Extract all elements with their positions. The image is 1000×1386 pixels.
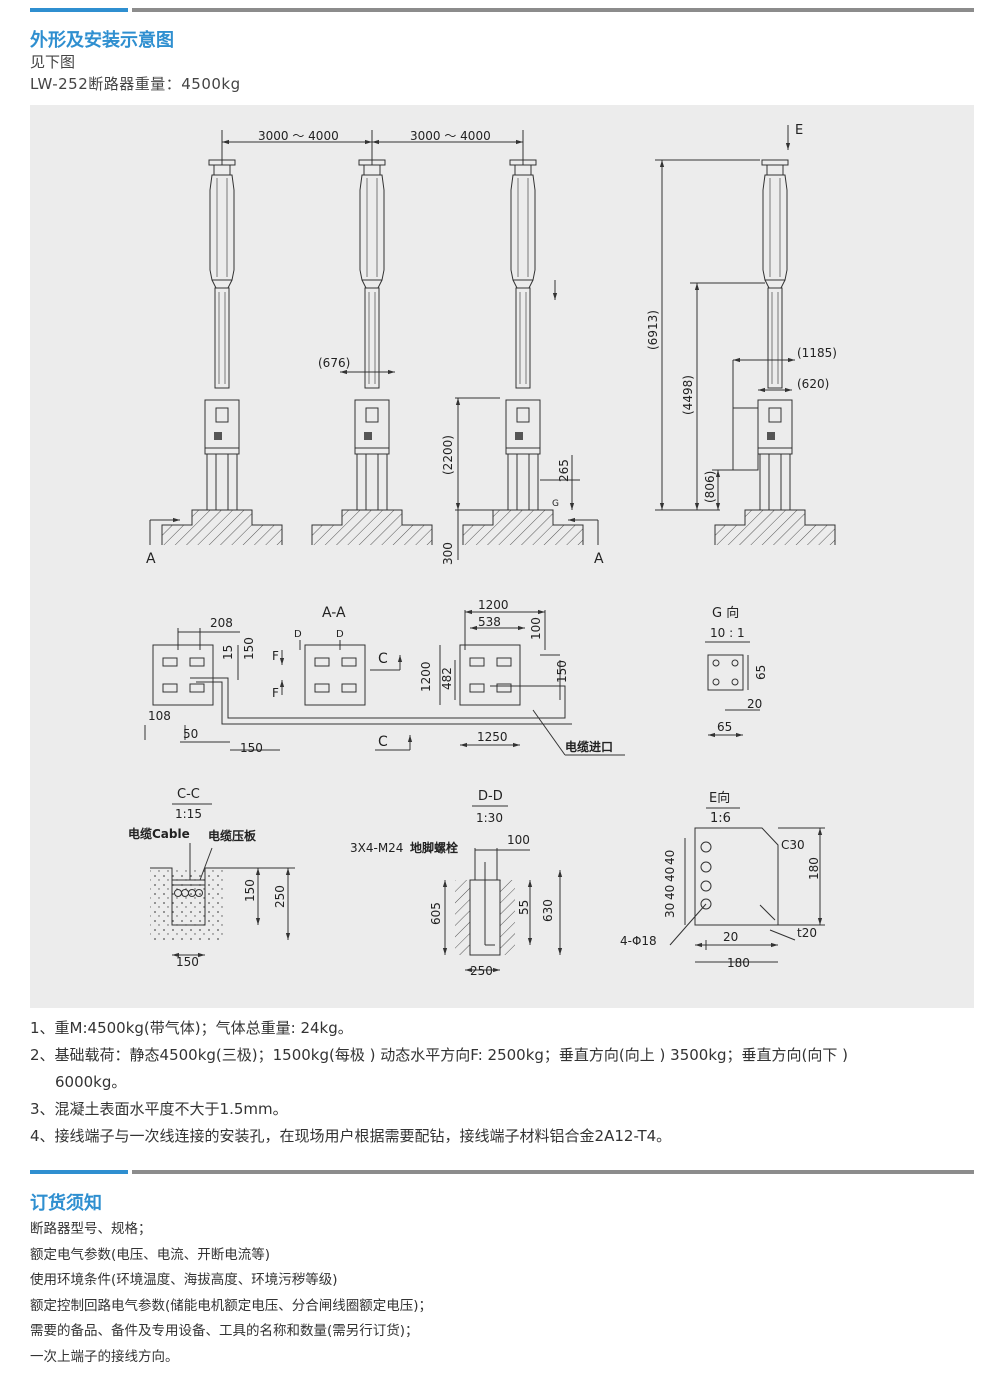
order-item: 使用环境条件(环境温度、海拔高度、环境污秽等级): [30, 1272, 338, 1288]
aa-label-c1: C: [378, 651, 388, 667]
e-view-title: E向: [709, 790, 730, 806]
aa-dim-15: 15: [221, 645, 235, 660]
note-1: 1、重M:4500kg(带气体)；气体总重量: 24kg。: [30, 1019, 353, 1037]
dim-1185: (1185): [797, 346, 837, 360]
dd-scale: 1:30: [476, 811, 503, 825]
subtitle: 见下图: [30, 53, 76, 71]
technical-notes: 1、重M:4500kg(带气体)；气体总重量: 24kg。 2、基础载荷：静态4…: [30, 1015, 974, 1150]
dim-span-2: 3000 ～ 4000: [410, 129, 491, 143]
g-view-title: G 向: [712, 605, 739, 621]
dd-bolt: 3X4-M24: [350, 841, 403, 855]
dd-dim-250: 250: [470, 964, 493, 978]
section-a-left: A: [146, 551, 156, 567]
aa-dim-208: 208: [210, 616, 233, 630]
cc-dim-250: 250: [273, 885, 287, 908]
dd-dim-605: 605: [429, 902, 443, 925]
e-view-t20: t20: [797, 926, 817, 940]
dim-676: (676): [318, 356, 350, 370]
aa-label-d1: D: [294, 629, 302, 640]
drawing-panel: 3000 ～ 4000 3000 ～ 4000 (676) (2200) 265…: [30, 105, 974, 1008]
aa-label-f2: F: [272, 686, 279, 700]
aa-dim-482: 482: [440, 667, 454, 690]
e-view-20: 20: [723, 930, 738, 944]
section-title-appearance: 外形及安装示意图: [30, 30, 174, 51]
e-view-c30: C30: [781, 838, 805, 852]
dd-dim-630: 630: [541, 899, 555, 922]
aa-dim-1200b: 1200: [419, 661, 433, 692]
e-view-40b: 40: [663, 867, 677, 882]
section-title-ordering: 订货须知: [30, 1193, 102, 1214]
note-3: 3、混凝土表面水平度不大于1.5mm。: [30, 1100, 288, 1118]
label-e-arrow: E: [795, 123, 803, 138]
e-view-scale: 1:6: [710, 811, 731, 826]
pole-3: [462, 159, 584, 546]
aa-label-c2: C: [378, 734, 388, 750]
pole-2: [311, 159, 433, 546]
order-item: 断路器型号、规格；: [30, 1221, 152, 1237]
installation-drawing: 3000 ～ 4000 3000 ～ 4000 (676) (2200) 265…: [128, 123, 837, 978]
aa-dim-100: 100: [529, 617, 543, 640]
order-item: 需要的备品、备件及专用设备、工具的名称和数量(需另行订货)；: [30, 1323, 419, 1339]
note-2-cont: 6000kg。: [55, 1073, 127, 1091]
aa-dim-150c: 150: [555, 660, 569, 683]
aa-label-d2: D: [336, 629, 344, 640]
g-view-scale: 10 : 1: [710, 626, 745, 640]
note-4: 4、接线端子与一次线连接的安装孔，在现场用户根据需要配钻，接线端子材料铝合金2A…: [30, 1127, 672, 1145]
pole-1: [161, 159, 283, 546]
g-view-65b: 65: [717, 720, 732, 734]
order-item: 额定电气参数(电压、电流、开断电流等): [30, 1246, 271, 1263]
section-rule: [30, 1170, 974, 1174]
note-2: 2、基础载荷：静态4500kg(三极)；1500kg(每极 ) 动态水平方向F:…: [30, 1046, 849, 1064]
e-view-holes: 4-Φ18: [620, 934, 657, 948]
dim-620: (620): [797, 377, 829, 391]
dim-6913: (6913): [646, 310, 660, 350]
cc-label-cable: 电缆Cable: [128, 826, 190, 841]
order-item: 一次上端子的接线方向。: [30, 1348, 179, 1365]
label-g: G: [552, 499, 559, 509]
ordering-list: 断路器型号、规格； 额定电气参数(电压、电流、开断电流等) 使用环境条件(环境温…: [30, 1217, 432, 1370]
dd-title: D-D: [478, 789, 503, 804]
order-item: 额定控制回路电气参数(储能电机额定电压、分合闸线圈额定电压)；: [30, 1297, 433, 1314]
aa-dim-538: 538: [478, 615, 501, 629]
aa-dim-150a: 150: [242, 637, 256, 660]
section-a-right: A: [594, 551, 604, 567]
e-view-40c: 40: [663, 885, 677, 900]
dd-dim-100: 100: [507, 833, 530, 847]
e-view-30: 30: [663, 903, 677, 918]
dim-806: (806): [703, 471, 717, 503]
aa-dim-108: 108: [148, 709, 171, 723]
e-view-180a: 180: [807, 857, 821, 880]
dim-265: 265: [557, 459, 571, 482]
e-view-40a: 40: [663, 850, 677, 865]
aa-cable-entry: 电缆进口: [565, 739, 613, 754]
dim-2200: (2200): [441, 435, 455, 475]
aa-dim-150b: 150: [240, 741, 263, 755]
g-view-20: 20: [747, 697, 762, 711]
dd-dim-55: 55: [517, 900, 531, 915]
aa-label-f1: F: [272, 649, 279, 663]
g-view-65a: 65: [754, 665, 768, 680]
dim-4498: (4498): [681, 375, 695, 415]
e-view-180b: 180: [727, 956, 750, 970]
weight-line: LW-252断路器重量：4500kg: [30, 75, 241, 93]
cc-dim-150a: 150: [243, 879, 257, 902]
top-rule: [30, 8, 974, 12]
aa-title: A-A: [322, 605, 346, 621]
cc-dim-150b: 150: [176, 955, 199, 969]
dim-300: 300: [441, 542, 455, 565]
cc-title: C-C: [177, 787, 200, 802]
dd-bolt-label: 地脚螺栓: [410, 840, 458, 855]
cc-label-plate: 电缆压板: [208, 828, 257, 843]
aa-dim-1200a: 1200: [478, 598, 509, 612]
dim-span-1: 3000 ～ 4000: [258, 129, 339, 143]
pole-side-view: [714, 159, 836, 546]
aa-dim-1250: 1250: [477, 730, 508, 744]
aa-dim-50: 50: [183, 727, 198, 741]
cc-scale: 1:15: [175, 807, 202, 821]
